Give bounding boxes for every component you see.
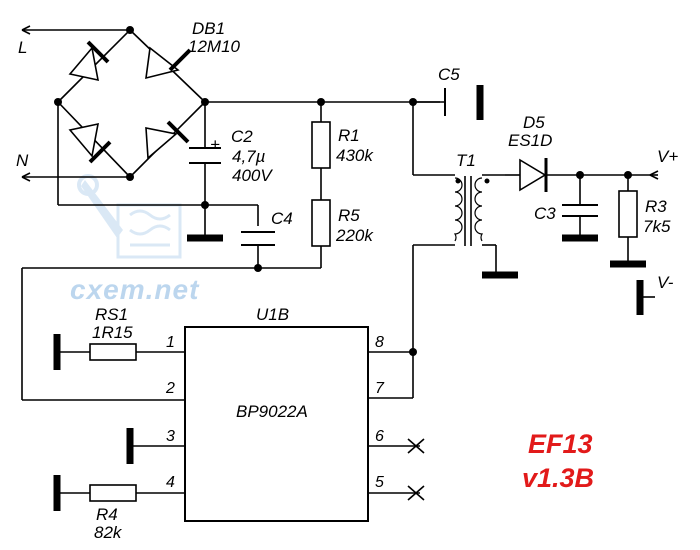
t1-ref: T1 [456,151,476,170]
rs1-value: 1R15 [92,323,133,342]
d5-ref: D5 [523,113,545,132]
c2-voltage: 400V [232,166,273,185]
r1-ref: R1 [338,126,360,145]
ic-right-wiring [368,348,425,501]
r5-value: 220k [335,226,374,245]
r3-ref: R3 [645,197,667,216]
r1-value: 430k [336,146,374,165]
c3-ref: C3 [534,204,556,223]
ac-input-wires [21,25,130,182]
r5-ref: R5 [338,206,360,225]
c5-capacitor [413,85,484,120]
ic-pin-7: 7 [375,380,385,397]
ic-pin-2: 2 [165,380,175,397]
r3-value: 7k5 [643,217,671,236]
c3-capacitor [562,175,598,242]
board-name: EF13 [528,429,593,459]
r3-resistor [610,175,646,268]
c5-ref: C5 [438,65,460,84]
board-version: v1.3B [522,463,594,493]
ic-ref: U1B [256,305,289,324]
ic-pin-6: 6 [375,428,384,445]
terminal-l-label: L [18,38,27,57]
d5-diode [505,158,659,192]
ic-body [184,326,369,522]
rs1-ref: RS1 [95,305,128,324]
r4-ref: R4 [96,505,118,524]
ic-part-number: BP9022A [236,402,308,421]
c2-polarity: + [210,135,220,154]
watermark-text: cxem.net [70,274,200,305]
c2-value: 4,7µ [232,147,266,166]
c4-ref: C4 [271,209,293,228]
r4-value: 82k [94,523,123,542]
db1-value: 12M10 [188,37,241,56]
ic-pin-3: 3 [166,428,175,445]
ic-pin-4: 4 [166,474,175,491]
ic-pin-8: 8 [375,334,384,351]
watermark-logo [77,174,182,259]
ic-pin-5: 5 [375,474,384,491]
t1-transformer [412,102,518,352]
dc-bus-wires [57,98,440,238]
c2-capacitor [187,147,223,242]
c2-ref: C2 [231,127,253,146]
terminal-vplus-label: V+ [657,147,678,166]
vminus-terminal [636,280,655,315]
ic-pin-1: 1 [166,334,175,351]
c4-capacitor [241,231,275,272]
d5-value: ES1D [508,131,552,150]
terminal-n-label: N [16,151,29,170]
bridge-rectifier [54,26,209,181]
db1-ref: DB1 [192,19,225,38]
r1-r5-divider [21,102,331,401]
ic-left-wiring [53,334,185,511]
terminal-vminus-label: V- [657,273,674,292]
